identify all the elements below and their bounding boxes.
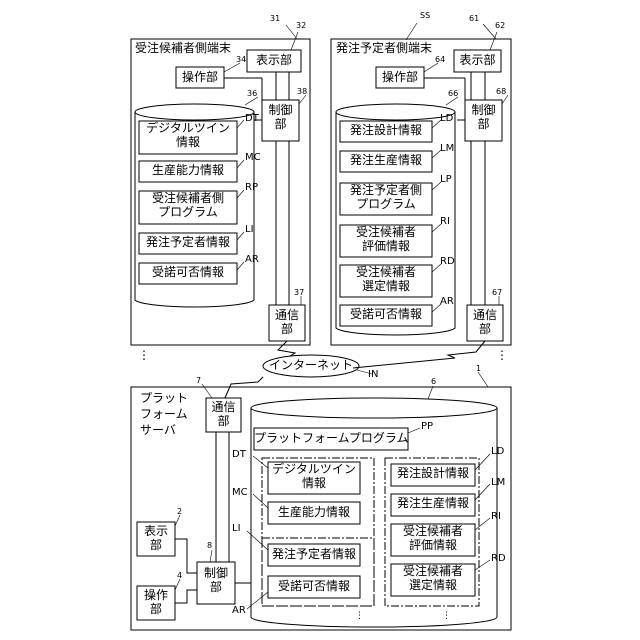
right-comm-ref: 67 xyxy=(492,288,502,297)
server-storage-ref: 6 xyxy=(431,377,436,386)
left-item-orderer-info: 発注予定者情報 xyxy=(139,236,237,250)
left-item-tag: RP xyxy=(245,182,258,194)
left-item-tag: DT xyxy=(245,113,259,125)
right-item-evaluation: 受注候補者 評価情報 xyxy=(340,226,432,254)
server-right-tag: RD xyxy=(491,553,506,565)
internet-label: インターネット xyxy=(263,359,359,373)
server-item-evaluation: 受注候補者 評価情報 xyxy=(391,525,475,553)
server-left-tag: MC xyxy=(232,487,248,499)
left-item-digital-twin: デジタルツイン 情報 xyxy=(139,122,237,150)
server-left-tag: AR xyxy=(232,605,246,617)
ellipsis-server-right: ⋮ xyxy=(442,611,451,621)
server-control-ref: 8 xyxy=(207,541,212,550)
left-item-program: 受注候補者側 プログラム xyxy=(139,192,237,220)
left-operation-ref: 34 xyxy=(236,55,246,64)
server-operation-ref: 4 xyxy=(177,571,182,580)
server-display-label: 表示 部 xyxy=(137,525,175,553)
left-item-tag: AR xyxy=(245,254,259,266)
right-item-tag: AR xyxy=(440,296,454,308)
ellipsis-server-left: ⋮ xyxy=(355,611,364,621)
right-item-design: 発注設計情報 xyxy=(340,124,432,138)
server-left-tag: DT xyxy=(232,449,246,461)
left-control-label: 制御 部 xyxy=(262,104,299,132)
right-item-program: 発注予定者側 プログラム xyxy=(340,184,432,212)
right-control-label: 制御 部 xyxy=(465,104,502,132)
right-control-ref: 68 xyxy=(496,87,506,96)
left-item-capacity: 生産能力情報 xyxy=(139,164,237,178)
server-title: プラット フォーム サーバ xyxy=(140,390,188,439)
server-program-label: プラットフォームプログラム xyxy=(254,432,408,446)
right-terminal-title: 発注予定者側端末 xyxy=(336,42,432,56)
server-item-design: 発注設計情報 xyxy=(391,467,475,481)
right-item-tag: LP xyxy=(440,174,452,186)
right-storage-cylinder xyxy=(336,112,455,335)
internet-tag: IN xyxy=(368,369,378,381)
left-terminal-title: 受注候補者側端末 xyxy=(135,42,231,56)
right-terminal-ref: 61 xyxy=(469,14,479,23)
left-display-label: 表示部 xyxy=(247,54,301,68)
right-item-selection: 受注候補者 選定情報 xyxy=(340,266,432,294)
server-operation-label: 操作 部 xyxy=(137,589,175,617)
server-item-selection: 受注候補者 選定情報 xyxy=(391,565,475,593)
ss-marker: SS xyxy=(420,11,430,20)
server-item-production: 発注生産情報 xyxy=(391,497,475,511)
right-display-label: 表示部 xyxy=(454,54,501,68)
right-display-ref: 62 xyxy=(495,21,505,30)
server-item-digital-twin: デジタルツイン 情報 xyxy=(268,463,360,491)
server-left-tag: LI xyxy=(232,523,241,535)
server-right-tag: RI xyxy=(491,511,501,523)
left-terminal-ref: 31 xyxy=(270,14,280,23)
right-item-tag: LM xyxy=(440,143,454,155)
server-item-acceptance: 受諾可否情報 xyxy=(268,580,360,594)
right-item-tag: RI xyxy=(440,216,450,228)
left-item-tag: MC xyxy=(245,152,261,164)
right-operation-label: 操作部 xyxy=(376,71,424,85)
left-item-acceptance: 受諾可否情報 xyxy=(139,266,237,280)
left-comm-ref: 37 xyxy=(294,288,304,297)
server-comm-label: 通信 部 xyxy=(206,401,241,429)
server-item-capacity: 生産能力情報 xyxy=(268,506,360,520)
server-right-tag: LD xyxy=(491,446,504,458)
right-item-tag: RD xyxy=(440,256,455,268)
server-item-orderer-info: 発注予定者情報 xyxy=(268,548,360,562)
server-display-ref: 2 xyxy=(177,507,182,516)
left-item-tag: LI xyxy=(245,224,254,236)
ellipsis-right: ⋮ xyxy=(496,349,508,363)
right-comm-label: 通信 部 xyxy=(467,309,503,337)
right-item-acceptance: 受諾可否情報 xyxy=(340,308,432,322)
right-item-tag: LD xyxy=(440,113,453,125)
right-storage-ref: 66 xyxy=(448,89,458,98)
left-comm-label: 通信 部 xyxy=(269,309,305,337)
server-control-label: 制御 部 xyxy=(197,567,235,595)
left-operation-label: 操作部 xyxy=(176,71,224,85)
server-comm-ref: 7 xyxy=(196,376,201,385)
server-right-tag: LM xyxy=(491,477,505,489)
left-display-ref: 32 xyxy=(296,21,306,30)
right-item-production: 発注生産情報 xyxy=(340,154,432,168)
server-ref: 1 xyxy=(476,364,481,373)
left-storage-ref: 36 xyxy=(247,89,257,98)
left-control-ref: 38 xyxy=(297,87,307,96)
server-program-tag: PP xyxy=(421,421,433,433)
ellipsis-left: ⋮ xyxy=(138,349,150,363)
right-operation-ref: 64 xyxy=(435,55,445,64)
